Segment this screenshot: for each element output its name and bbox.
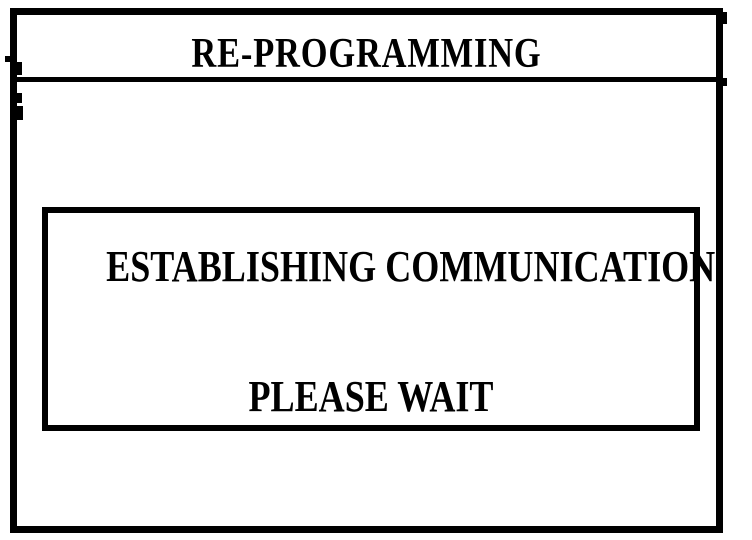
scan-artifact: [17, 93, 22, 103]
scan-artifact: [723, 78, 727, 86]
window-title: RE-PROGRAMMING: [191, 31, 542, 77]
title-bar: RE-PROGRAMMING: [17, 15, 716, 82]
scan-artifact: [17, 106, 23, 120]
status-message-line2: PLEASE WAIT: [248, 372, 494, 421]
status-message-box: ESTABLISHING COMMUNICATION PLEASE WAIT: [42, 207, 716, 431]
status-message-line1: ESTABLISHING COMMUNICATION: [106, 242, 716, 291]
scan-artifact: [5, 56, 11, 62]
scan-artifact: [723, 12, 727, 24]
scan-artifact: [17, 62, 22, 75]
